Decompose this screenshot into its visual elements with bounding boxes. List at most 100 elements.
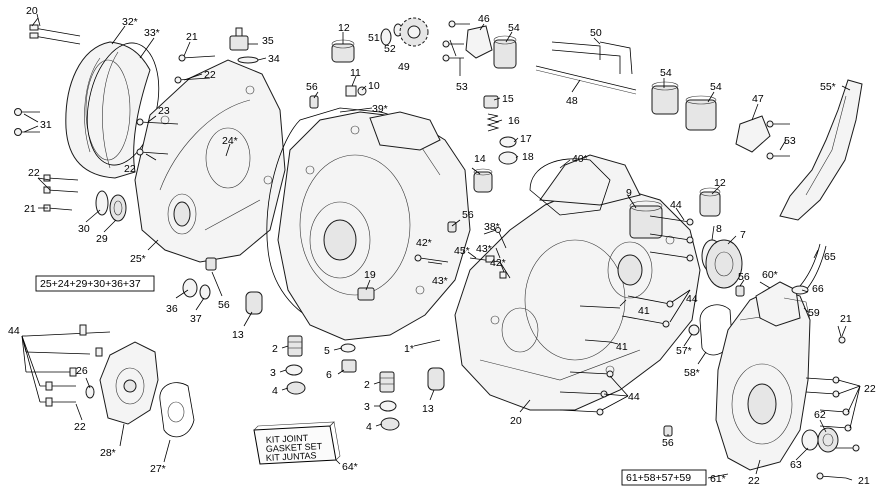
seal-36	[182, 278, 198, 298]
bushing-14	[473, 168, 493, 193]
kit-box-line1: KIT JOINT	[266, 433, 309, 445]
label-58: 58*	[684, 367, 700, 379]
label-23: 23	[158, 105, 170, 117]
bolts-44-left	[25, 324, 111, 407]
label-43-a: 43*	[476, 243, 492, 255]
label-2-center: 2	[364, 379, 370, 391]
label-20-bottom: 20	[510, 415, 522, 427]
label-57: 57*	[676, 345, 692, 357]
label-22-top: 22	[204, 69, 216, 81]
crankcase-right-half	[454, 154, 701, 411]
label-16: 16	[508, 115, 520, 127]
bearing-54-top	[493, 35, 517, 69]
group-box-right-text: 61+58+57+59	[626, 472, 691, 484]
cap-4-center	[380, 417, 400, 431]
label-3-center: 3	[364, 401, 370, 413]
label-38: 38*	[484, 221, 500, 233]
dowel-56-left	[205, 257, 217, 271]
label-7: 7	[740, 229, 746, 241]
label-46: 46	[478, 13, 490, 25]
label-27: 27*	[150, 463, 166, 475]
fitting-11	[345, 85, 357, 97]
label-22-cover: 22	[124, 163, 136, 175]
o-ring-3-center	[379, 400, 397, 412]
seal-26	[85, 385, 95, 399]
spring-16	[486, 113, 500, 132]
label-44-bottom: 44	[628, 391, 640, 403]
bolt-21-right-bottom	[816, 472, 847, 480]
label-3-left: 3	[270, 367, 276, 379]
label-25: 25*	[130, 253, 146, 265]
bolts-21-22-top	[174, 54, 216, 84]
label-33: 33*	[144, 27, 160, 39]
label-4-left: 4	[272, 385, 278, 397]
label-15: 15	[502, 93, 514, 105]
bolt-23	[136, 118, 179, 126]
label-60: 60*	[762, 269, 778, 281]
washer-10	[357, 86, 367, 96]
crankcase-left-half-25	[134, 59, 286, 263]
bolts-44-upper-right	[649, 215, 694, 262]
bushing-19	[357, 287, 375, 301]
bearing-29	[109, 194, 127, 222]
label-65: 65	[824, 251, 836, 263]
label-17: 17	[520, 133, 532, 145]
label-40: 40*	[572, 153, 588, 165]
label-29: 29	[96, 233, 108, 245]
label-5: 5	[324, 345, 330, 357]
label-28: 28*	[100, 447, 116, 459]
label-6: 6	[326, 369, 332, 381]
label-56-left: 56	[218, 299, 230, 311]
bushing-12-right	[699, 187, 721, 217]
label-66: 66	[812, 283, 824, 295]
dowel-56-top	[309, 95, 319, 109]
label-56-top: 56	[306, 81, 318, 93]
label-19: 19	[364, 269, 376, 281]
cap-4-left	[286, 381, 306, 395]
washer-5	[340, 343, 356, 353]
label-12-top: 12	[338, 22, 350, 34]
label-56-right: 56	[738, 271, 750, 283]
label-42-b: 42*	[490, 257, 506, 269]
label-64: 64*	[342, 461, 358, 473]
label-2-left: 2	[272, 343, 278, 355]
label-62: 62	[814, 409, 826, 421]
label-35: 35	[262, 35, 274, 47]
bolts-41	[579, 305, 621, 343]
bolts-31	[14, 108, 40, 136]
clamp-66	[791, 285, 809, 295]
label-55: 55*	[820, 81, 836, 93]
label-44-upper: 44	[670, 199, 682, 211]
label-31: 31	[40, 119, 52, 131]
right-cover-61	[715, 287, 811, 471]
plug-13-left	[245, 291, 263, 315]
sprocket-49	[399, 17, 429, 47]
label-61: 61*	[710, 473, 726, 485]
ring-51	[380, 28, 392, 46]
ring-18	[498, 151, 518, 165]
kit-box-line2: GASKET SET	[266, 441, 323, 454]
bolts-53	[442, 20, 470, 62]
seal-63	[801, 429, 819, 451]
shaft-48	[535, 65, 637, 95]
crankcase-center-1	[277, 111, 471, 341]
label-4-center: 4	[366, 421, 372, 433]
bolt-21-right-top	[837, 325, 846, 344]
bearing-54-right-a	[651, 81, 679, 115]
label-21-bottom-right: 21	[858, 475, 870, 487]
label-43-b: 43*	[432, 275, 448, 287]
label-45: 45*	[454, 245, 470, 257]
label-44-left: 44	[8, 325, 20, 337]
label-42-a: 42*	[416, 237, 432, 249]
gasket-40	[529, 158, 611, 216]
label-12-right: 12	[714, 177, 726, 189]
clutch-cover-32	[65, 41, 151, 179]
bolt-22-mid	[136, 148, 169, 156]
label-41-b: 41	[616, 341, 628, 353]
gasket-27	[159, 382, 195, 438]
label-26: 26	[76, 365, 88, 377]
group-box-right: 61+58+57+59	[621, 469, 707, 486]
cap-62	[817, 427, 839, 453]
ring-37	[199, 284, 211, 300]
